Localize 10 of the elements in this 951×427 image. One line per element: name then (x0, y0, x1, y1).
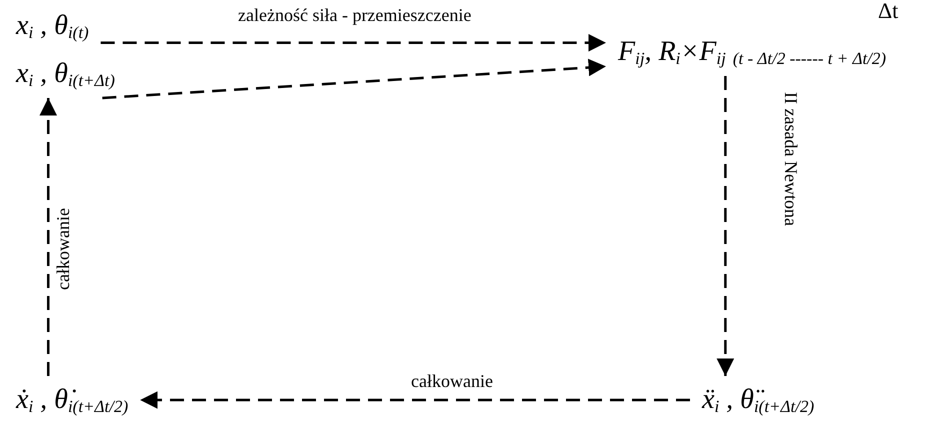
math-expression: x$_{i}$ , θ$_{i(t+Δt)}$ (16, 58, 115, 90)
dashed-arrow (140, 391, 690, 409)
math-expression: ẋ$_{i}$ , θ̇$_{i(t+Δt/2)}$ (16, 384, 128, 416)
math-expression: x$_{i}$ , θ$_{i(t)}$ (16, 10, 89, 42)
dashed-arrow (102, 58, 606, 100)
time-step-label: Δt (878, 0, 898, 25)
dashed-arrow (40, 98, 57, 376)
math-expression: ẍ$_{i}$ , θ̈$_{i(t+Δt/2)}$ (702, 384, 814, 416)
dashed-arrow (716, 76, 734, 376)
dashed-arrow (100, 34, 606, 52)
